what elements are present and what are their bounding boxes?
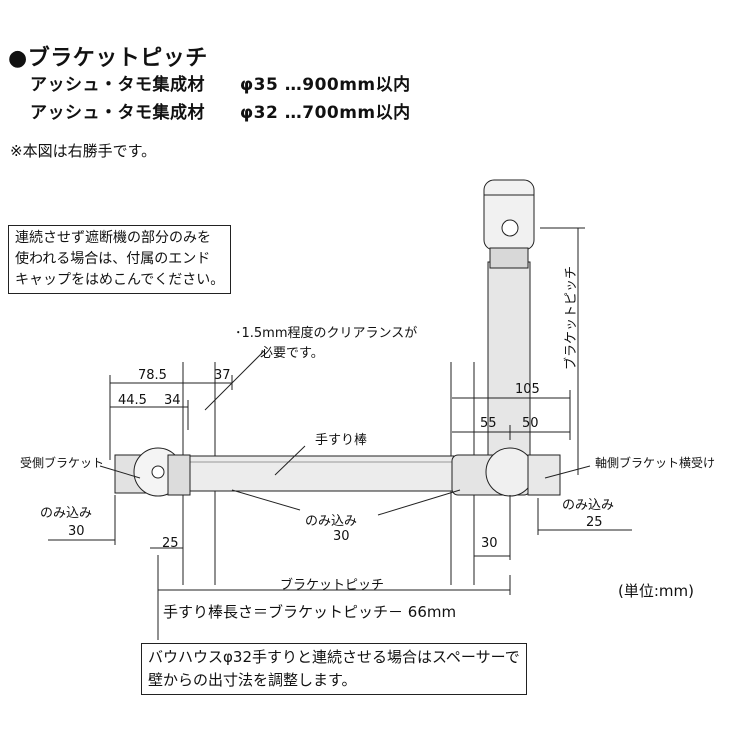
dim-50: 50 (522, 416, 539, 431)
right-hand-note: ※本図は右勝手です。 (10, 142, 157, 160)
dim-55: 55 (480, 416, 497, 431)
endcap-line1: 連続させず遮断機の部分のみを (15, 230, 211, 246)
spacer-line1: バウハウスφ32手すりと連続させる場合はスペーサーで (148, 648, 520, 666)
shaft-bracket-label: 軸側ブラケット横受け (595, 456, 716, 470)
spec-material: アッシュ・タモ集成材 (30, 75, 205, 95)
spec-diameter: φ32 (239, 103, 279, 123)
spec-diameter: φ35 (239, 75, 279, 95)
dim-105: 105 (515, 382, 540, 397)
dim-30-mid: 30 (333, 529, 350, 544)
endcap-line2: 使われる場合は、付属のエンド (15, 251, 211, 267)
bracket-clamp (489, 247, 529, 269)
bracket-pitch-vertical-label: ブラケットピッチ (564, 265, 579, 370)
insert-mid-label: のみ込み (305, 514, 358, 529)
spec-pitch: …900mm以内 (284, 75, 411, 95)
dim-78-5: 78.5 (138, 368, 167, 383)
dim-44-5: 44.5 (118, 393, 147, 408)
dim-25-right: 25 (586, 515, 603, 530)
insert-left-label: のみ込み (40, 506, 93, 521)
page-title: ●ブラケットピッチ (8, 46, 208, 71)
clearance-line2: 必要です。 (260, 346, 324, 361)
spacer-callout: バウハウスφ32手すりと連続させる場合はスペーサーで 壁からの出寸法を調整します… (141, 643, 527, 695)
dim-30-left: 30 (68, 524, 85, 539)
shaft-bracket-top (483, 179, 535, 251)
bracket-pitch-label: ブラケットピッチ (280, 578, 385, 593)
spec-material: アッシュ・タモ集成材 (30, 103, 205, 123)
dim-37: 37 (214, 368, 231, 383)
dim-30-right: 30 (481, 536, 498, 551)
spec-row-35: アッシュ・タモ集成材 φ35 …900mm以内 (30, 70, 411, 95)
insert-right-label: のみ込み (562, 498, 615, 513)
dim-25-left: 25 (162, 536, 179, 551)
clearance-line1: ･1.5mm程度のクリアランスが (235, 326, 418, 341)
endcap-callout: 連続させず遮断機の部分のみを 使われる場合は、付属のエンド キャップをはめこんで… (8, 225, 232, 294)
spacer-line2: 壁からの出寸法を調整します。 (148, 671, 357, 689)
unit-label: (単位:mm) (618, 582, 694, 600)
formula-text: 手すり棒長さ＝ブラケットピッチ－ 66mm (163, 603, 457, 621)
spec-pitch: …700mm以内 (284, 103, 411, 123)
dim-34: 34 (164, 393, 181, 408)
receiving-bracket-label: 受側ブラケット (20, 456, 105, 470)
spec-row-32: アッシュ・タモ集成材 φ32 …700mm以内 (30, 98, 411, 123)
handrail-bar-label: 手すり棒 (315, 433, 368, 448)
endcap-line3: キャップをはめこんでください。 (15, 272, 225, 288)
